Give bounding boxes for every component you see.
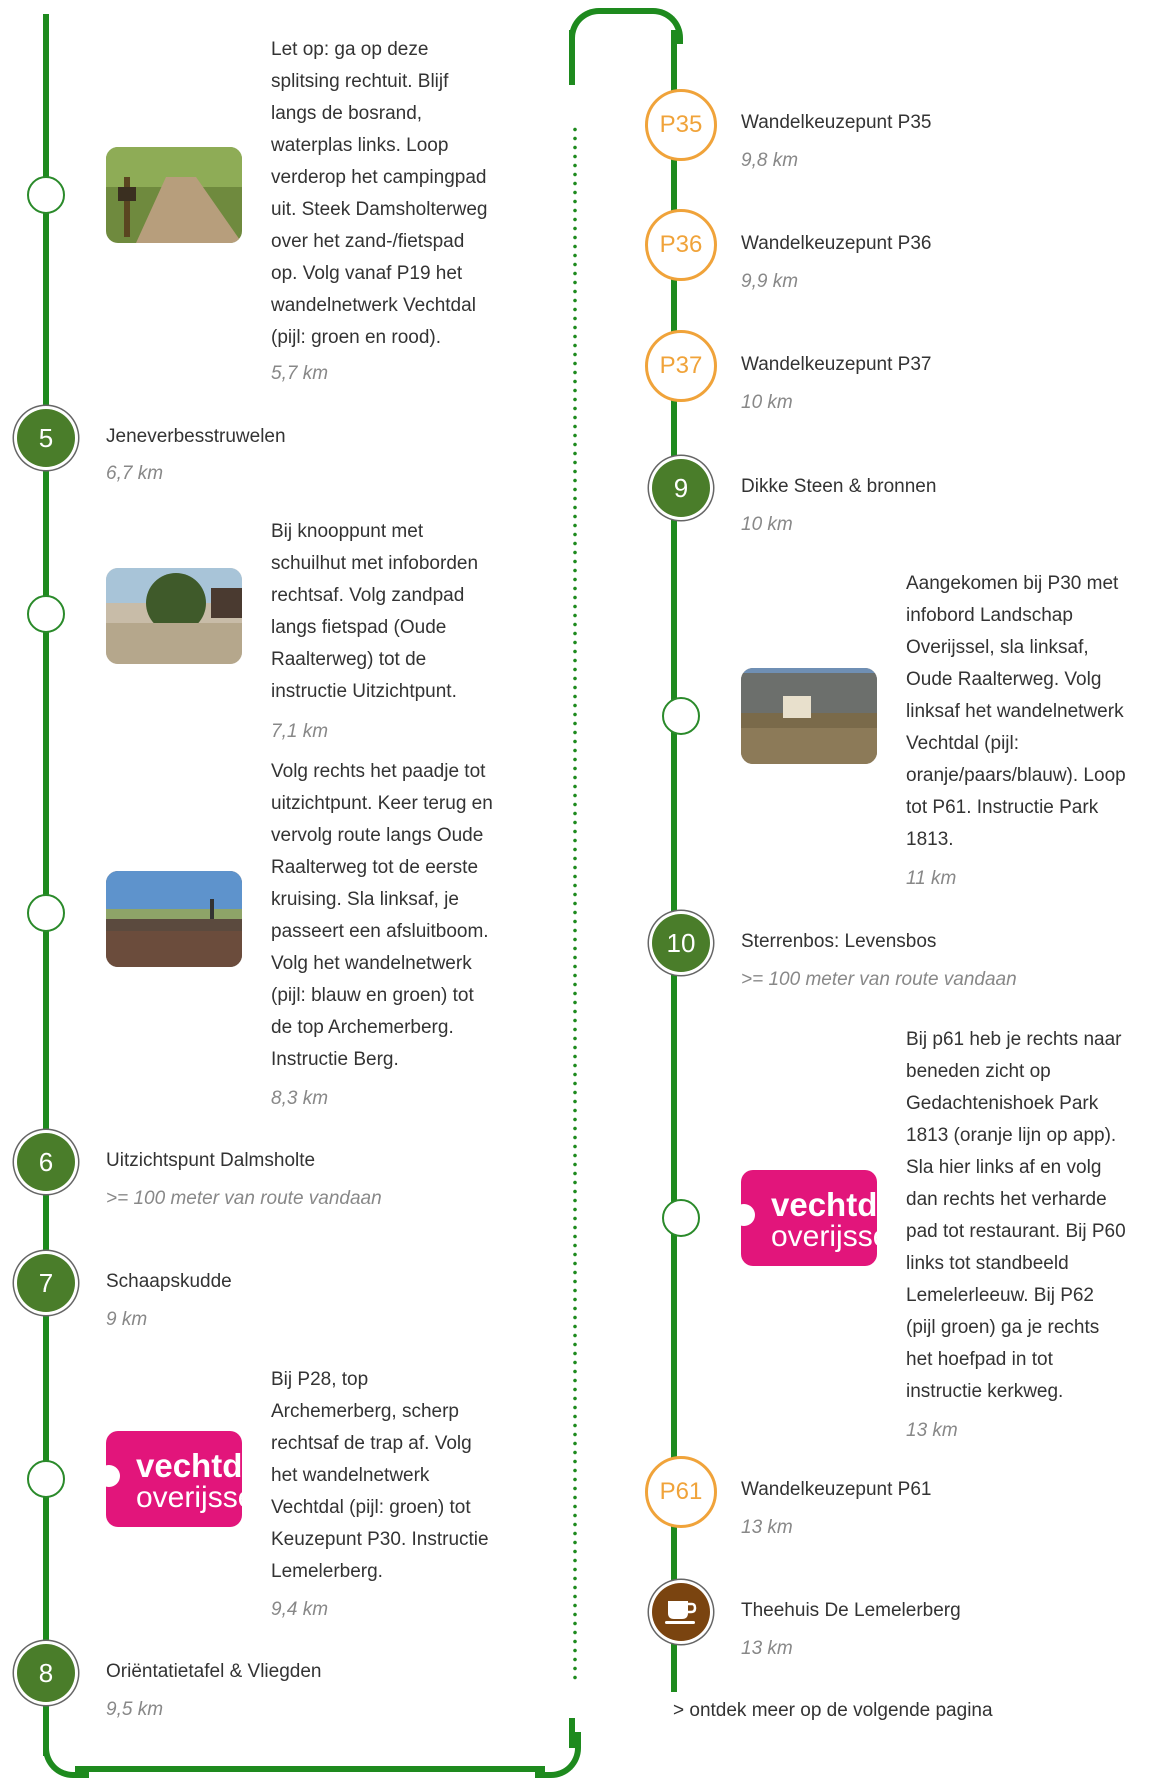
keuzepunt-marker-p37[interactable]: P37 (645, 330, 717, 402)
distance: 8,3 km (271, 1088, 329, 1109)
instruction-text: Aangekomen bij P30 met infobord Landscha… (906, 573, 1126, 850)
distance: >= 100 meter van route vandaan (741, 969, 1017, 990)
distance: 10 km (741, 514, 793, 535)
poi-title: Schaapskudde (106, 1271, 232, 1292)
route-marker[interactable] (27, 595, 65, 633)
keuzepunt-title: Wandelkeuzepunt P61 (741, 1479, 932, 1500)
route-marker[interactable] (27, 894, 65, 932)
instruction-text: Bij P28, top Archemerberg, scherp rechts… (271, 1369, 489, 1582)
distance: 5,7 km (271, 363, 329, 384)
photo-heathland-view[interactable] (106, 871, 242, 967)
route-dotted-line (573, 125, 577, 1680)
route-line-left (43, 14, 49, 1756)
logo-notch (106, 1465, 120, 1487)
logo-line-1: vechtdal (136, 1447, 242, 1484)
distance: 13 km (741, 1638, 793, 1659)
photo-forest-path-image (106, 147, 242, 243)
instruction-text: Let op: ga op deze splitsing rechtuit. B… (271, 39, 488, 348)
keuzepunt-marker-p61[interactable]: P61 (645, 1456, 717, 1528)
route-corner-bottom-right (535, 1732, 581, 1778)
route-line-top-connector (569, 30, 575, 85)
logo-line-1: vechtdal (771, 1186, 877, 1223)
route-corner-bottom-left (43, 1732, 89, 1778)
photo-shelter[interactable] (106, 568, 242, 664)
poi-marker-9[interactable]: 9 (652, 459, 710, 517)
cafe-title: Theehuis De Lemelerberg (741, 1600, 961, 1621)
logo-line-2: overijssel (771, 1220, 877, 1253)
route-corner-top (569, 8, 683, 44)
distance: 9,9 km (741, 271, 799, 292)
photo-infobord-image (741, 668, 877, 764)
keuzepunt-marker-p36[interactable]: P36 (645, 209, 717, 281)
distance: >= 100 meter van route vandaan (106, 1188, 382, 1209)
photo-forest-path[interactable] (106, 147, 242, 243)
route-marker[interactable] (27, 1460, 65, 1498)
poi-title: Dikke Steen & bronnen (741, 476, 937, 497)
route-line-left-end (569, 1718, 575, 1748)
coffee-cup-icon (665, 1601, 697, 1624)
route-line-right (671, 30, 677, 1692)
keuzepunt-title: Wandelkeuzepunt P36 (741, 233, 932, 254)
photo-heathland-view-image (106, 871, 242, 967)
distance: 13 km (906, 1420, 958, 1441)
distance: 9,4 km (271, 1599, 329, 1620)
photo-shelter-image (106, 568, 242, 664)
poi-title: Uitzichtspunt Dalmsholte (106, 1150, 316, 1171)
cafe-marker[interactable] (652, 1583, 710, 1641)
logo-notch (741, 1204, 755, 1226)
poi-title: Jeneverbesstruwelen (106, 426, 286, 447)
instruction-text: Volg rechts het paadje tot uitzichtpunt.… (271, 761, 493, 1070)
poi-marker-7[interactable]: 7 (17, 1254, 75, 1312)
keuzepunt-title: Wandelkeuzepunt P35 (741, 112, 932, 133)
distance: 9,8 km (741, 150, 799, 171)
poi-marker-6[interactable]: 6 (17, 1133, 75, 1191)
distance: 11 km (906, 868, 957, 889)
photo-infobord[interactable] (741, 668, 877, 764)
poi-marker-5[interactable]: 5 (17, 409, 75, 467)
distance: 10 km (741, 392, 793, 413)
route-marker[interactable] (662, 1199, 700, 1237)
poi-marker-10[interactable]: 10 (652, 914, 710, 972)
logo-line-2: overijssel (136, 1481, 242, 1514)
distance: 9 km (106, 1309, 148, 1330)
route-bottom-connector (75, 1766, 545, 1772)
route-marker[interactable] (662, 697, 700, 735)
distance: 6,7 km (106, 463, 164, 484)
route-marker[interactable] (27, 176, 65, 214)
vechtdal-logo: vechtdal overijssel (741, 1170, 877, 1266)
instruction-text: Bij p61 heb je rechts naar beneden zicht… (906, 1029, 1126, 1402)
keuzepunt-marker-p35[interactable]: P35 (645, 89, 717, 161)
poi-marker-8[interactable]: 8 (17, 1644, 75, 1702)
distance: 9,5 km (106, 1699, 164, 1720)
vechtdal-logo: vechtdal overijssel (106, 1431, 242, 1527)
next-page-link[interactable]: > ontdek meer op de volgende pagina (673, 1700, 993, 1721)
keuzepunt-title: Wandelkeuzepunt P37 (741, 354, 932, 375)
distance: 13 km (741, 1517, 793, 1538)
distance: 7,1 km (271, 721, 329, 742)
poi-title: Oriëntatietafel & Vliegden (106, 1661, 322, 1682)
poi-title: Sterrenbos: Levensbos (741, 931, 937, 952)
instruction-text: Bij knooppunt met schuilhut met infobord… (271, 521, 479, 702)
